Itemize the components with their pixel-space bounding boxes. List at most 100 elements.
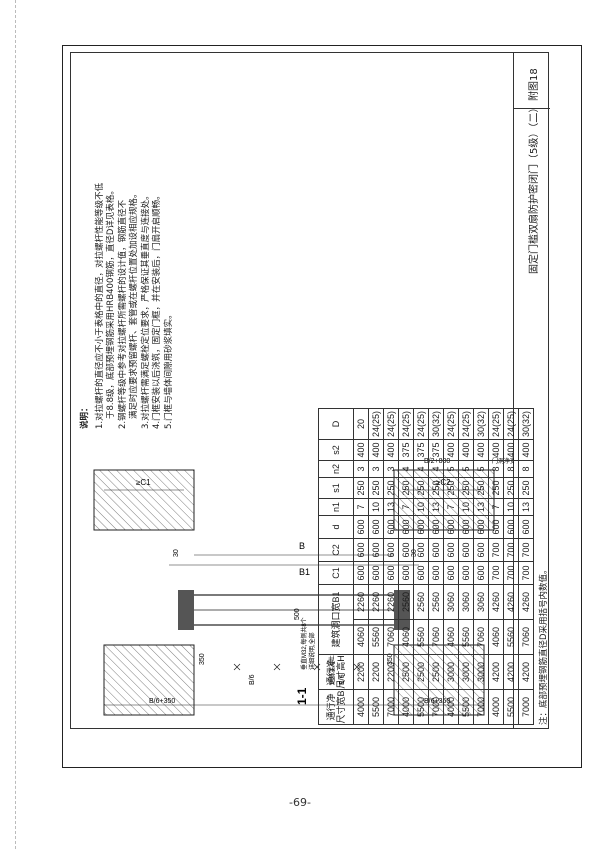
table-cell: 250 [368,477,384,499]
table-cell: 4000 [353,689,369,725]
table-cell: 24(25) [383,408,399,440]
table-cell: 2200 [368,654,384,690]
table-cell: 3000 [473,654,489,690]
table-cell: 7 [443,498,459,516]
table-cell: 250 [398,477,414,499]
table-cell: 5560 [368,619,384,655]
table-cell: 600 [458,561,474,585]
table-cell: 600 [488,515,504,539]
table-cell: 3 [368,460,384,478]
table-cell: 4000 [443,689,459,725]
table-cell: 7060 [383,619,399,655]
table-cell: 600 [383,561,399,585]
note-item: 满足时应要求预留螺杆、套管或在螺杆位置处加设相应规格。 [129,189,139,419]
table-cell: 24(25) [413,408,429,440]
table-cell: 4 [398,460,414,478]
label-b6-350-left: B/6+350 [149,698,175,705]
table-cell: 400 [383,439,399,461]
table-cell: 4260 [488,584,504,620]
table-cell: 400 [353,439,369,461]
note-item: 3.对拉螺杆需满足螺栓定位要求，严格保证其垂直度与连接处。 [140,191,151,429]
table-cell: 4060 [398,619,414,655]
table-cell: 600 [368,538,384,562]
page-number: -69- [289,796,311,809]
label-c1: ≥C1 [136,478,151,487]
table-cell: 7000 [428,689,444,725]
table-cell: 4 [413,460,429,478]
callout-bolt: 垂直M32,每侧共8个 [300,617,308,670]
table-cell: 600 [428,538,444,562]
table-cell: 700 [488,538,504,562]
table-cell: 600 [503,515,519,539]
table-cell: 250 [383,477,399,499]
table-cell: 2260 [383,584,399,620]
table-cell: 400 [458,439,474,461]
table-cell: 400 [368,439,384,461]
table-cell: 7000 [473,689,489,725]
table-cell: 250 [488,477,504,499]
table-cell: 600 [413,561,429,585]
label-b6-b: B/6 [339,674,346,685]
table-cell: 600 [518,515,534,539]
table-header-cell: s2 [318,439,354,461]
label-c2: ≥C2 [436,478,451,487]
note-item: 4.门框安装以后浇筑，固定门框，并在安装后，门扇开启顺畅。 [152,191,162,429]
table-cell: 8 [518,460,534,478]
label-500: 500 [294,608,301,620]
label-clear-width: 门洞净宽 [492,457,514,465]
label-30-right: 30 [411,549,418,557]
table-cell: 4060 [353,619,369,655]
table-header-cell: D [318,408,354,440]
drawing-frame [70,52,549,729]
note-item: 1.对拉螺杆的直径应不小于表格中的直径，对拉螺杆性能等级不低 [94,182,105,429]
table-header-cell: C2 [318,538,354,562]
table-cell: 2560 [413,584,429,620]
table-cell: 7060 [428,619,444,655]
table-cell: 400 [473,439,489,461]
table-cell: 24(25) [443,408,459,440]
table-cell: 4060 [488,619,504,655]
table-cell: 5 [458,460,474,478]
table-cell: 5560 [458,619,474,655]
table-cell: 7060 [518,619,534,655]
callout-steel: 钢筋混凝土 [328,655,336,685]
table-cell: 600 [383,538,399,562]
table-cell: 3 [353,460,369,478]
drawing-title: 固定门槛双扇防护密闭门（5级）（二） [529,102,540,274]
table-cell: 600 [458,538,474,562]
drawing-sheet [62,45,582,768]
table-cell: 7000 [383,689,399,725]
table-cell: 7 [398,498,414,516]
table-cell: 5500 [458,689,474,725]
bolt-block-left [178,590,194,630]
bolt-markers [233,663,361,671]
table-cell: 4200 [503,654,519,690]
table-cell: 2500 [413,654,429,690]
table-cell: 600 [473,561,489,585]
table-header-cell: n2 [318,460,354,478]
table-header-cell: 通行净尺寸高H [318,654,354,690]
table-cell: 600 [428,561,444,585]
table-cell: 24(25) [398,408,414,440]
table-cell: 600 [353,515,369,539]
table-cell: 600 [368,561,384,585]
table-header-cell: n1 [318,498,354,516]
table-cell: 10 [503,498,519,516]
section-label: 1-1 [295,687,309,705]
table-cell: 375 [428,439,444,461]
table-cell: 600 [368,515,384,539]
table-header-cell: d [318,515,354,539]
wall-left [103,644,195,716]
table-cell: 250 [428,477,444,499]
table-cell: 250 [473,477,489,499]
table-cell: 4060 [443,619,459,655]
table-cell: 4000 [398,689,414,725]
